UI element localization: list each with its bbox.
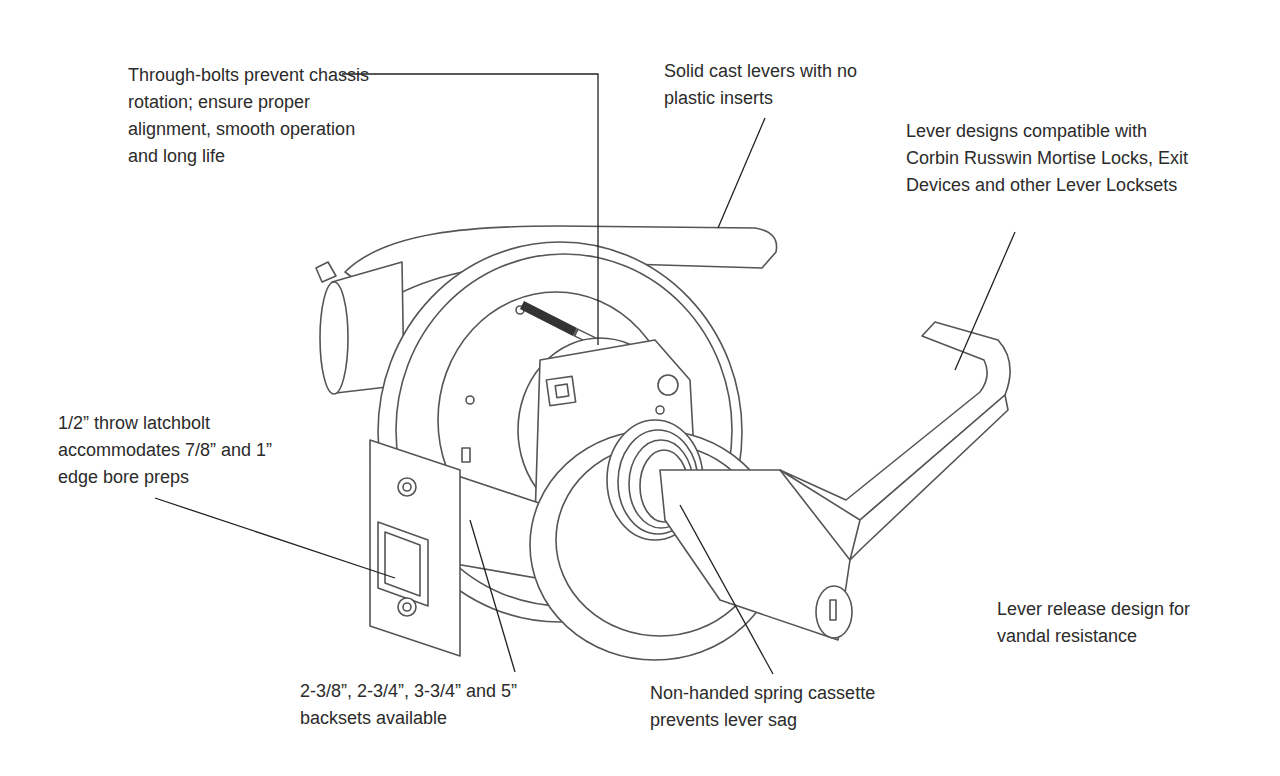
drawing-part [555,384,569,398]
drawing-part [830,600,836,620]
callout-text: Through-bolts prevent chassis rotation; … [128,62,380,170]
callout-text: Solid cast levers with no plastic insert… [664,58,879,112]
drawing-part [546,376,575,405]
drawing-part [370,440,460,656]
drawing-part [385,532,420,596]
drawing-part [850,395,1008,560]
drawing-part [398,478,416,496]
drawing-part [466,396,474,404]
drawing-part [658,375,678,395]
leader-line [680,505,773,674]
drawing-part [816,586,852,638]
lockset-drawing [316,226,1010,660]
leader-line [718,118,765,228]
drawing-part [403,603,411,611]
drawing-part [656,406,664,414]
drawing-part [403,483,411,491]
callout-text: 1/2” throw latchbolt accommodates 7/8” a… [58,410,303,491]
drawing-part [320,282,348,394]
leader-lines [155,74,1015,674]
leader-line [470,520,515,672]
latch [370,440,548,656]
leader-line [955,232,1015,370]
drawing-part [316,262,336,282]
drawing-part [378,522,428,606]
outside-lever [660,322,1010,640]
leader-line [155,498,395,578]
callout-text: Lever designs compatible with Corbin Rus… [906,118,1196,199]
callout-text: Non-handed spring cassette prevents leve… [650,680,930,734]
drawing-part [398,598,416,616]
callout-text: 2-3/8”, 2-3/4”, 3-3/4” and 5” backsets a… [300,678,560,732]
drawing-part [522,305,575,332]
drawing-part [462,448,470,462]
callout-text: Lever release design for vandal resistan… [997,596,1217,650]
leader-line [342,74,598,345]
